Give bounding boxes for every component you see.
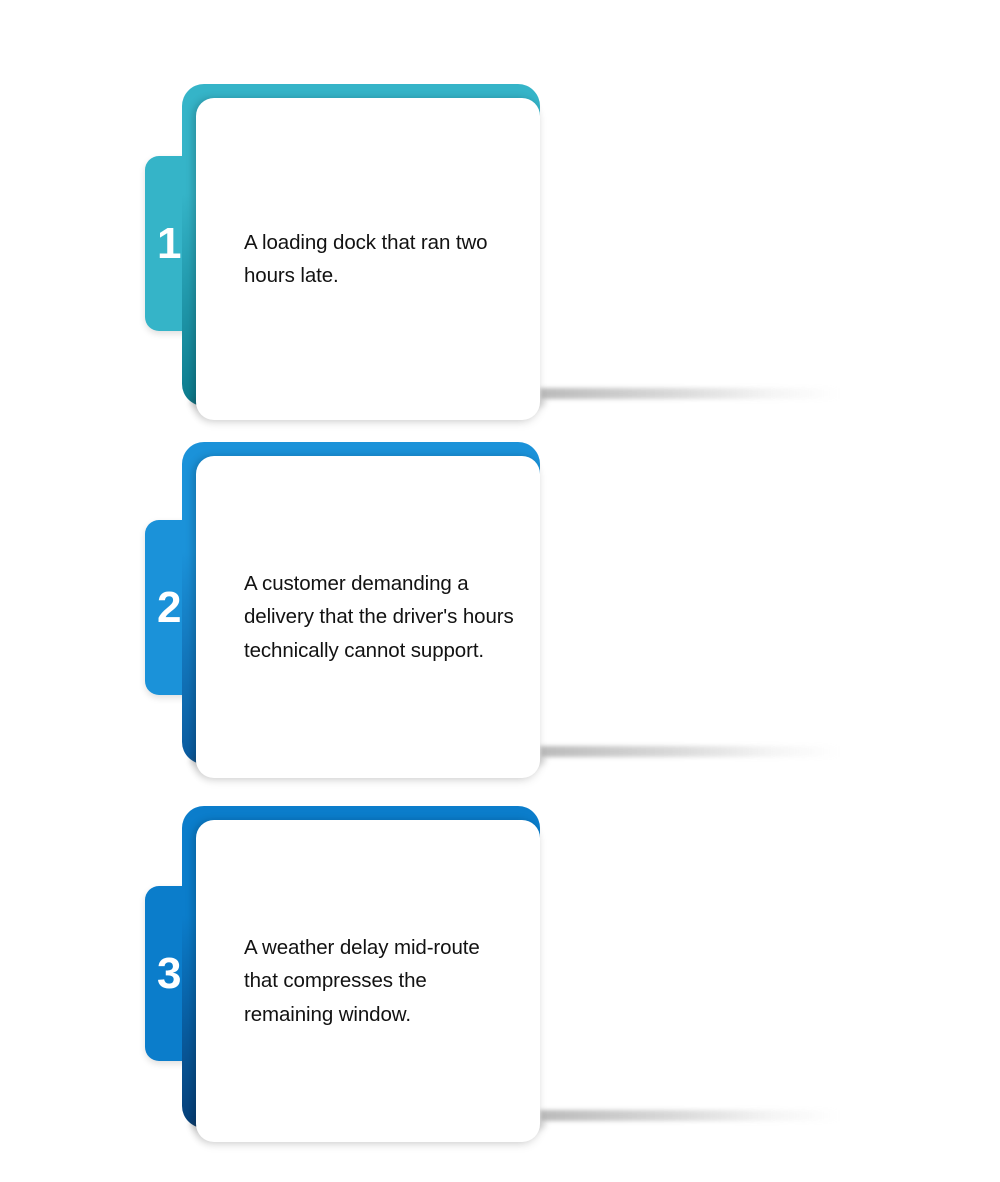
card-trailing-shadow (540, 388, 840, 399)
card-trailing-shadow (540, 1110, 840, 1121)
card-number-2: 2 (157, 582, 181, 632)
card-text-1: A loading dock that ran two hours late. (244, 230, 488, 287)
card-panel-3[interactable]: A weather delay mid-route that compresse… (196, 820, 540, 1142)
card-text-3: A weather delay mid-route that compresse… (244, 936, 480, 1026)
card-number-1: 1 (157, 218, 181, 268)
card-trailing-shadow (540, 746, 840, 757)
card-number-3: 3 (157, 948, 181, 998)
card-panel-2[interactable]: A customer demanding a delivery that the… (196, 456, 540, 778)
card-text-2: A customer demanding a delivery that the… (244, 572, 514, 662)
card-panel-1[interactable]: A loading dock that ran two hours late. (196, 98, 540, 420)
